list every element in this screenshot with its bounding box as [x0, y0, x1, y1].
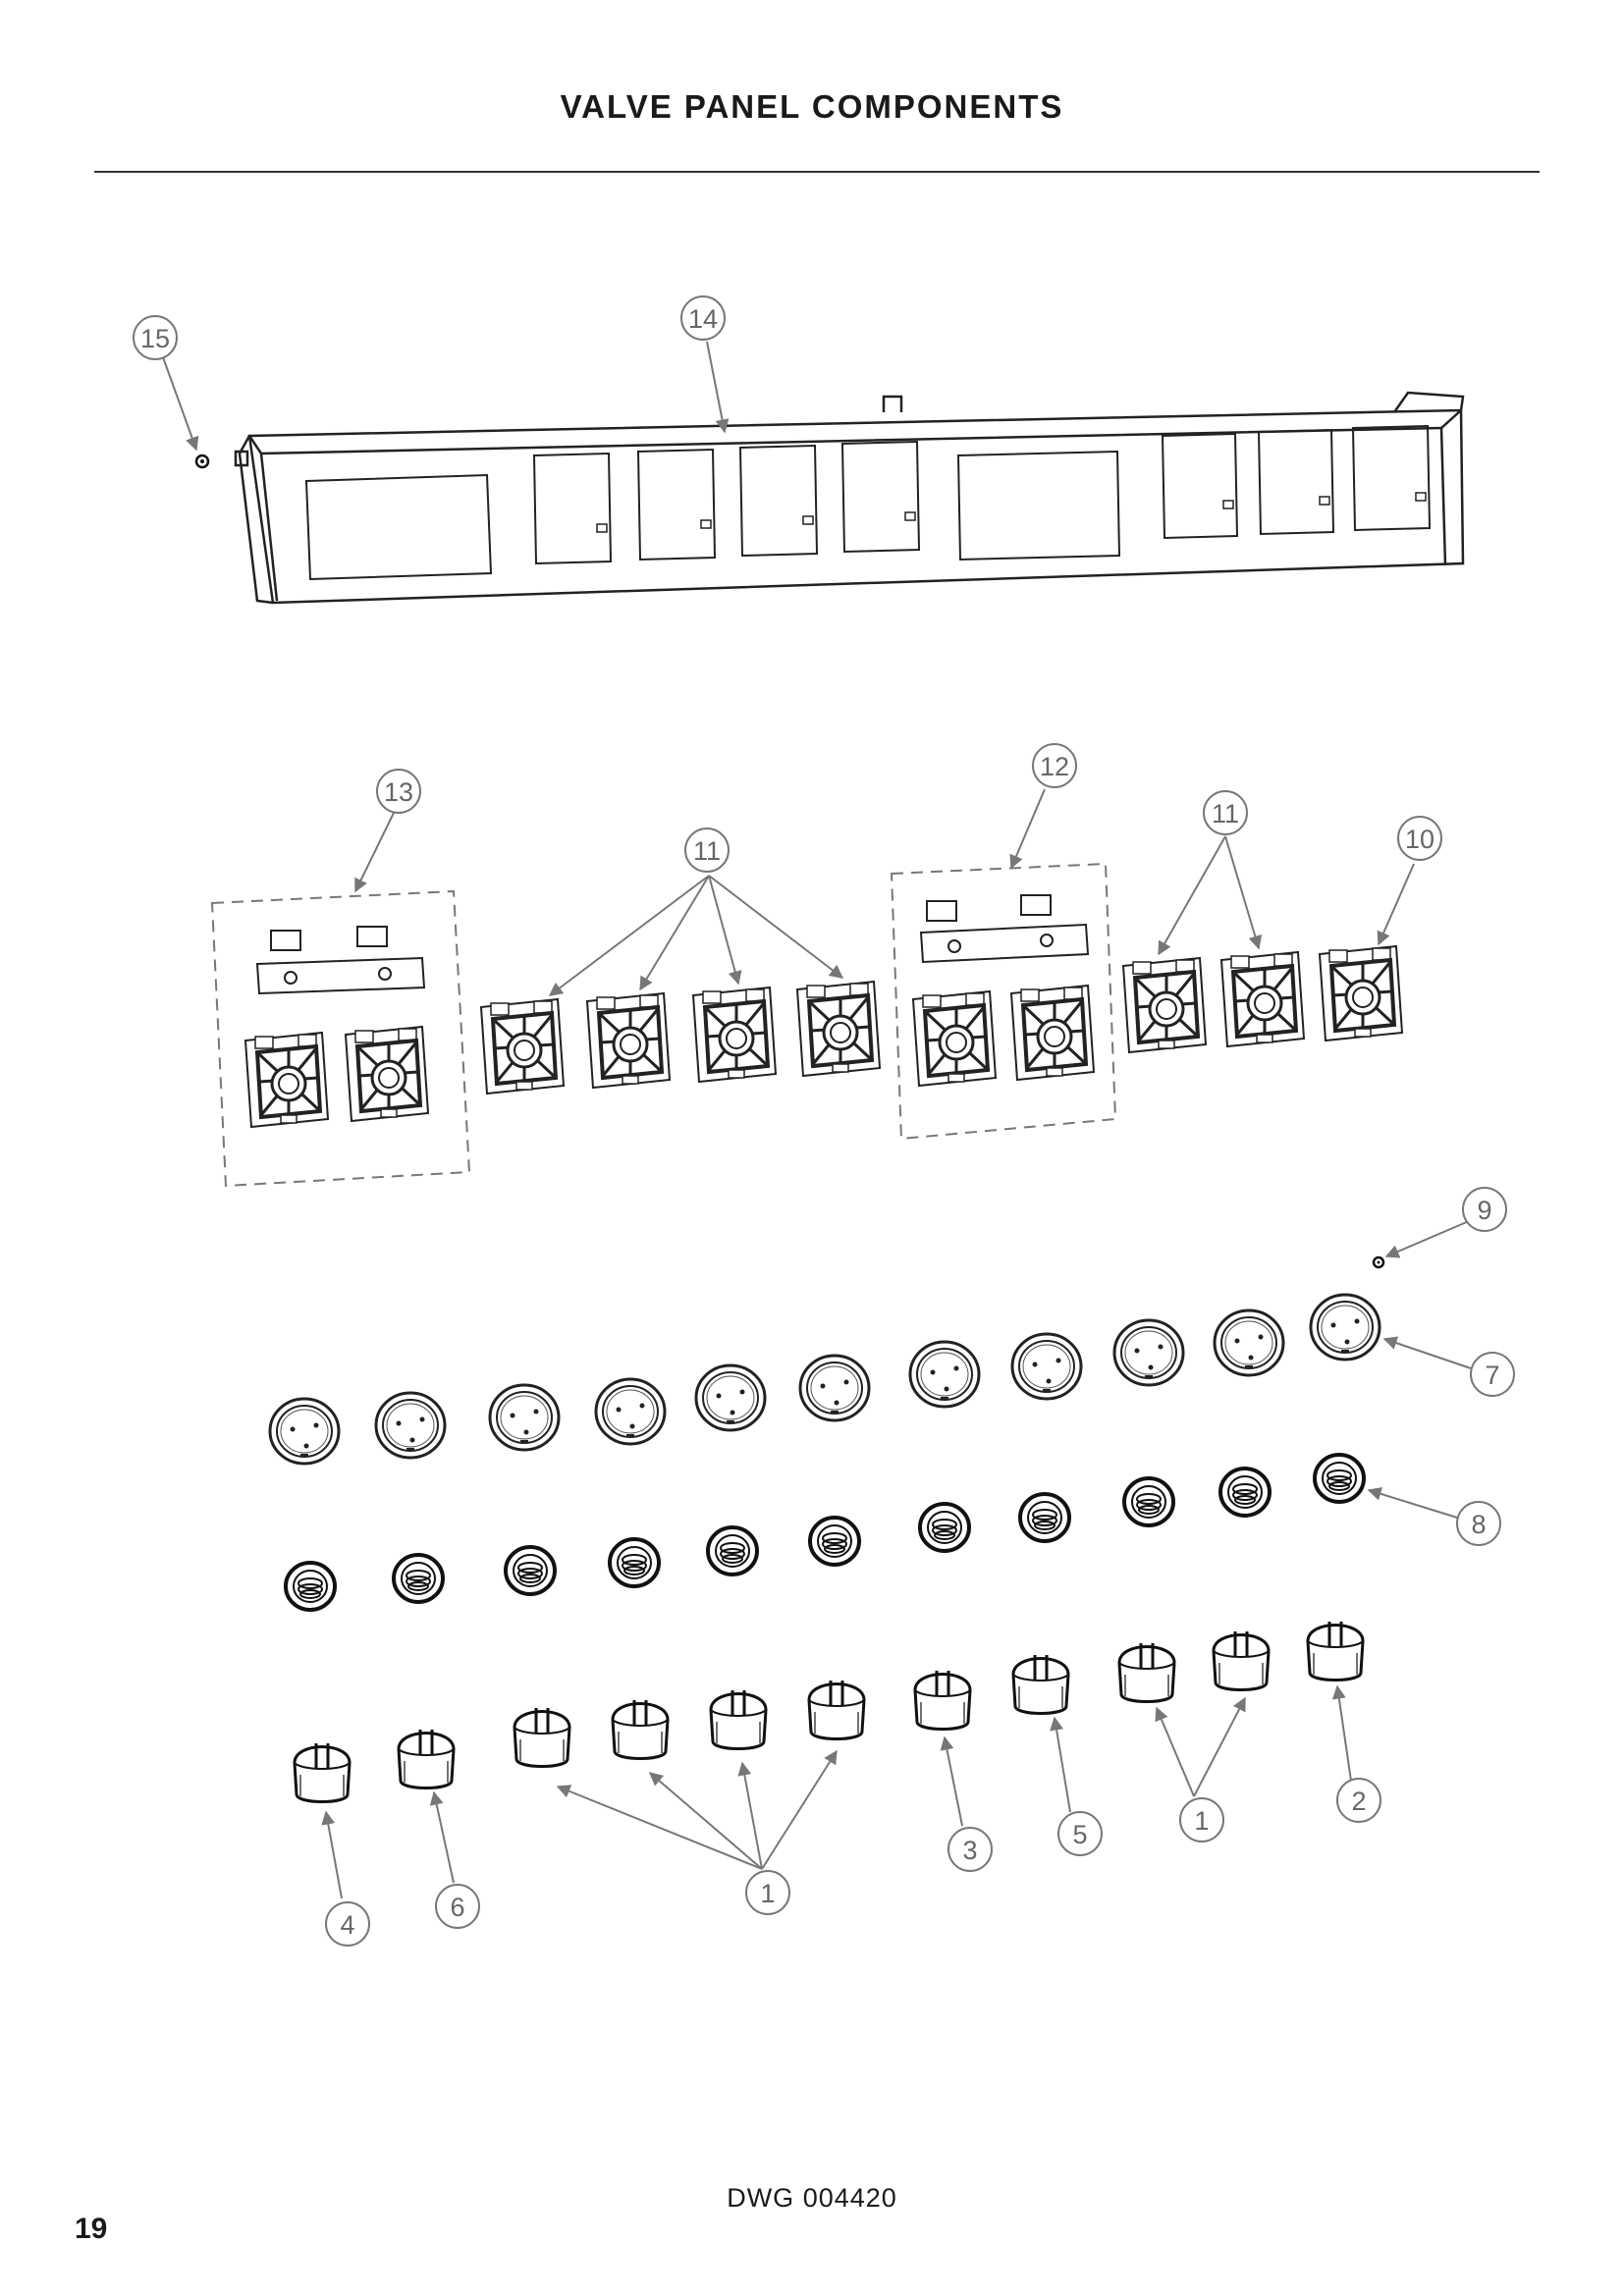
title-divider — [94, 171, 1540, 173]
callout-10: 10 — [1397, 816, 1442, 861]
callout-label: 12 — [1040, 752, 1069, 781]
control-knobs — [293, 1620, 1365, 1803]
callout-label: 13 — [384, 777, 413, 807]
callout-label: 11 — [1212, 799, 1239, 828]
callout-label: 1 — [760, 1879, 775, 1908]
callout-label: 4 — [340, 1910, 354, 1940]
callout-9: 9 — [1462, 1187, 1507, 1232]
callout-label: 14 — [688, 304, 718, 334]
valve-brackets-11-right — [1121, 950, 1306, 1054]
callout-11-right: 11 — [1203, 790, 1248, 835]
callout-6: 6 — [435, 1884, 480, 1929]
callout-label: 11 — [693, 836, 721, 866]
callout-label: 6 — [450, 1893, 464, 1922]
valve-brackets-11-left — [479, 980, 882, 1095]
callout-12: 12 — [1032, 743, 1077, 788]
callout-5: 5 — [1057, 1811, 1103, 1856]
mounting-screw — [194, 454, 210, 469]
callout-label: 3 — [962, 1836, 977, 1865]
callout-1-right: 1 — [1179, 1797, 1224, 1842]
valve-bracket-group-12 — [890, 862, 1117, 1141]
knob-inserts — [284, 1453, 1366, 1612]
callout-label: 1 — [1194, 1806, 1209, 1836]
knob-bezels — [268, 1293, 1381, 1466]
leader-lines — [162, 341, 1472, 1899]
page-number: 19 — [75, 2213, 108, 2245]
callout-1-left: 1 — [745, 1870, 790, 1915]
callout-2: 2 — [1336, 1778, 1381, 1823]
callout-label: 9 — [1477, 1196, 1491, 1225]
valve-bracket-group-13 — [210, 889, 471, 1188]
callout-8: 8 — [1456, 1501, 1501, 1546]
callout-label: 5 — [1072, 1820, 1087, 1849]
callout-11-left: 11 — [684, 828, 730, 873]
callout-13: 13 — [376, 769, 421, 814]
page-title: VALVE PANEL COMPONENTS — [560, 88, 1064, 125]
valve-bracket-10 — [1318, 944, 1404, 1042]
drawing-number: DWG 004420 — [727, 2183, 897, 2213]
callout-3: 3 — [947, 1827, 993, 1872]
callout-label: 10 — [1405, 825, 1435, 854]
callout-label: 8 — [1471, 1510, 1486, 1539]
callout-label: 15 — [140, 324, 170, 353]
callout-7: 7 — [1470, 1352, 1515, 1397]
valve-panel-bracket — [234, 391, 1465, 605]
callout-4: 4 — [325, 1901, 370, 1947]
callout-14: 14 — [680, 295, 726, 341]
callout-label: 7 — [1485, 1361, 1499, 1390]
callout-label: 2 — [1351, 1787, 1366, 1816]
knob-screw — [1372, 1255, 1385, 1269]
callout-15: 15 — [133, 315, 178, 360]
